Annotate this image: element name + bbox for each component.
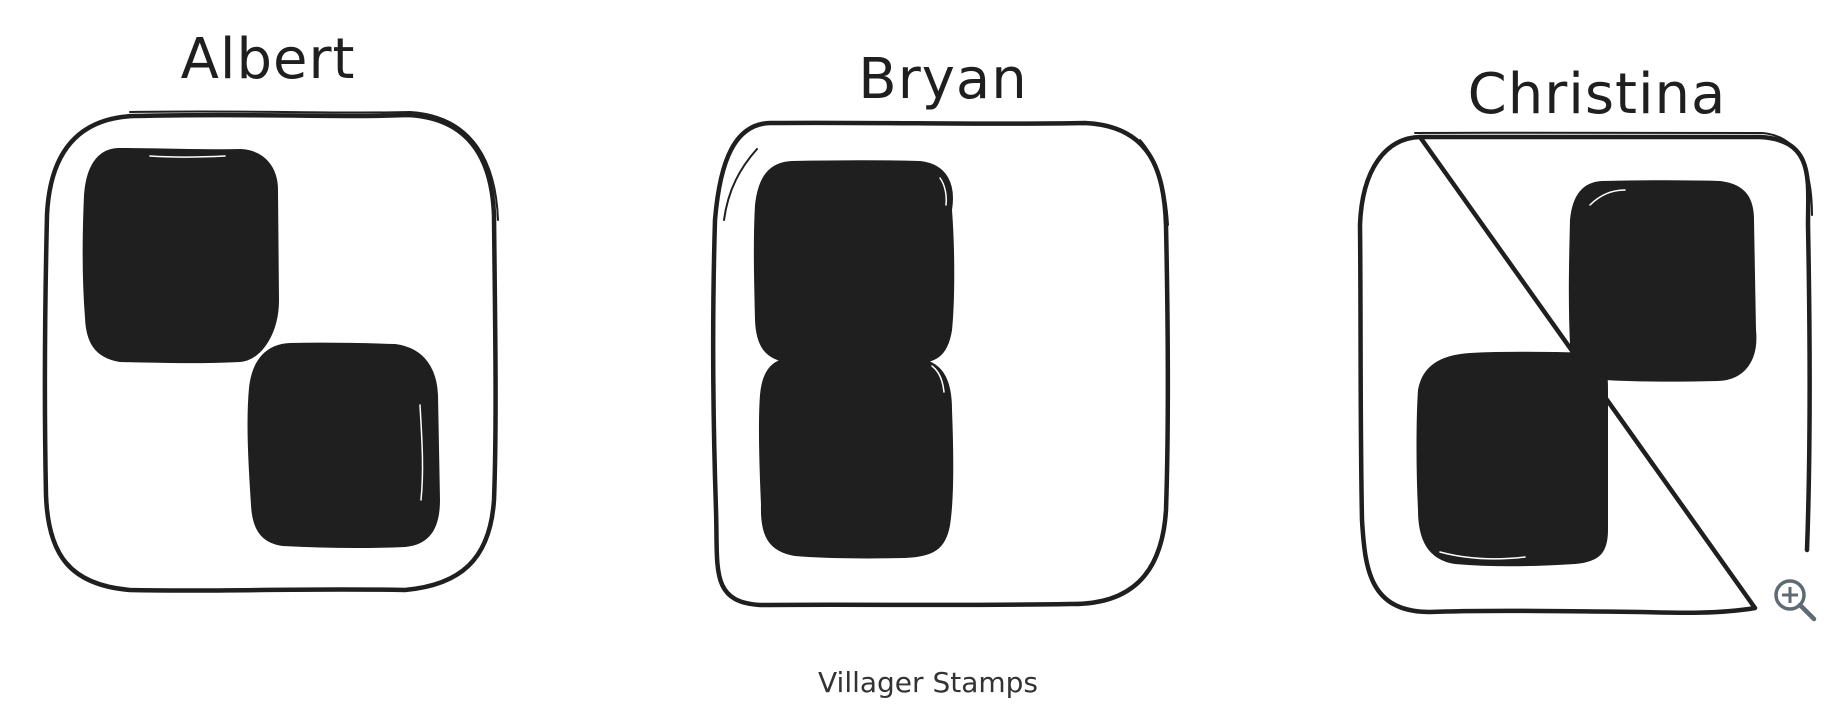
stamp-block-bryan-top [753, 160, 955, 365]
diagram-caption: Villager Stamps [818, 666, 1038, 699]
villager-name-albert: Albert [180, 27, 356, 92]
stamp-block-christina-bottom-left [1416, 351, 1608, 567]
stamp-albert [42, 110, 499, 593]
stamp-block-christina-top-right [1568, 180, 1757, 382]
stamp-frame-bryan [710, 120, 1171, 608]
zoom-in-icon[interactable] [1770, 575, 1820, 625]
stamp-block-albert-bottom-right [247, 342, 440, 549]
stamp-bryan [710, 120, 1171, 608]
villager-name-bryan: Bryan [858, 47, 1028, 112]
stamp-block-albert-top-left [82, 148, 279, 364]
stamp-christina [1357, 131, 1813, 616]
villager-name-christina: Christina [1467, 62, 1727, 127]
stamp-frame-albert [42, 112, 498, 593]
stamp-block-bryan-bottom [758, 356, 954, 559]
